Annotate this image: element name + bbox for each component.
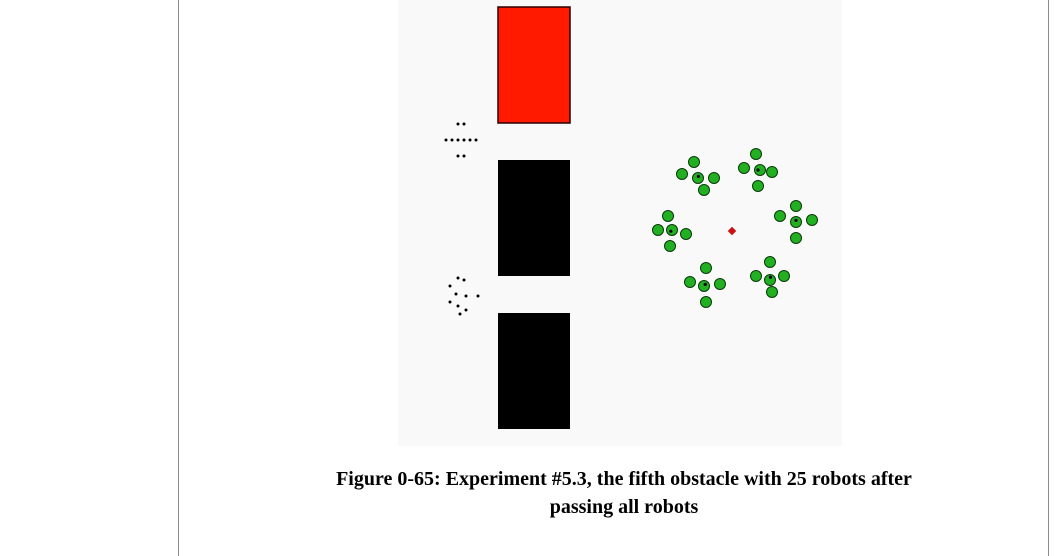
robot-dot — [456, 154, 460, 158]
robot — [790, 232, 802, 244]
robot-dot — [462, 278, 466, 282]
robot-dot — [476, 294, 480, 298]
robot-dot — [462, 138, 466, 142]
robot — [684, 276, 696, 288]
robot-dot — [444, 138, 448, 142]
figure-background — [398, 0, 842, 446]
robot-dot — [464, 294, 468, 298]
robot — [698, 184, 710, 196]
robot-dot — [456, 304, 460, 308]
robot — [700, 296, 712, 308]
robot — [766, 286, 778, 298]
robot — [764, 256, 776, 268]
robot-dot-markers — [444, 122, 480, 316]
robot — [806, 214, 818, 226]
robot-dot — [458, 312, 462, 316]
robot — [752, 180, 764, 192]
robot-dot — [474, 138, 478, 142]
robot-center-dot — [756, 168, 760, 172]
caption-line-2: passing all robots — [549, 496, 699, 518]
table-column-rule-left — [178, 0, 179, 556]
figure-caption: Figure 0-65: Experiment #5.3, the fifth … — [200, 465, 1048, 521]
robot-dot — [456, 276, 460, 280]
robot — [676, 168, 688, 180]
robot — [666, 224, 678, 236]
simulation-figure — [398, 0, 842, 446]
robot — [750, 270, 762, 282]
robot — [778, 270, 790, 282]
simulation-canvas — [398, 0, 842, 446]
robot — [664, 240, 676, 252]
caption-line-1: Figure 0-65: Experiment #5.3, the fifth … — [336, 468, 912, 490]
robot-dot — [450, 138, 454, 142]
robot-dot — [456, 138, 460, 142]
robot-dot — [456, 122, 460, 126]
robot — [692, 172, 704, 184]
robot — [738, 162, 750, 174]
robot — [652, 224, 664, 236]
robot — [662, 210, 674, 222]
robot — [708, 172, 720, 184]
robot — [790, 200, 802, 212]
robot-dot — [464, 308, 468, 312]
robot-dot — [454, 292, 458, 296]
robot — [754, 164, 766, 176]
obstacle-red — [497, 6, 571, 124]
robot-dot — [468, 138, 472, 142]
robot-dot — [448, 284, 452, 288]
robot — [714, 278, 726, 290]
robot — [700, 262, 712, 274]
robot-dot — [448, 300, 452, 304]
robot-center-dot — [768, 275, 772, 279]
robot — [764, 274, 776, 286]
robot — [790, 216, 802, 228]
robot-center-dot — [696, 174, 700, 178]
robot — [688, 156, 700, 168]
robot-center-dot — [669, 229, 673, 233]
robot — [766, 166, 778, 178]
obstacle-black-2 — [498, 313, 570, 429]
robot-center-dot — [703, 282, 707, 286]
robot — [680, 228, 692, 240]
robot-center-dot — [794, 218, 798, 222]
table-column-rule-right — [1048, 0, 1049, 556]
robot — [698, 280, 710, 292]
robot — [750, 148, 762, 160]
robot-dot — [462, 154, 466, 158]
obstacle-black-1 — [498, 160, 570, 276]
robot — [774, 210, 786, 222]
robot-swarm — [652, 148, 818, 308]
robot-dot — [462, 122, 466, 126]
